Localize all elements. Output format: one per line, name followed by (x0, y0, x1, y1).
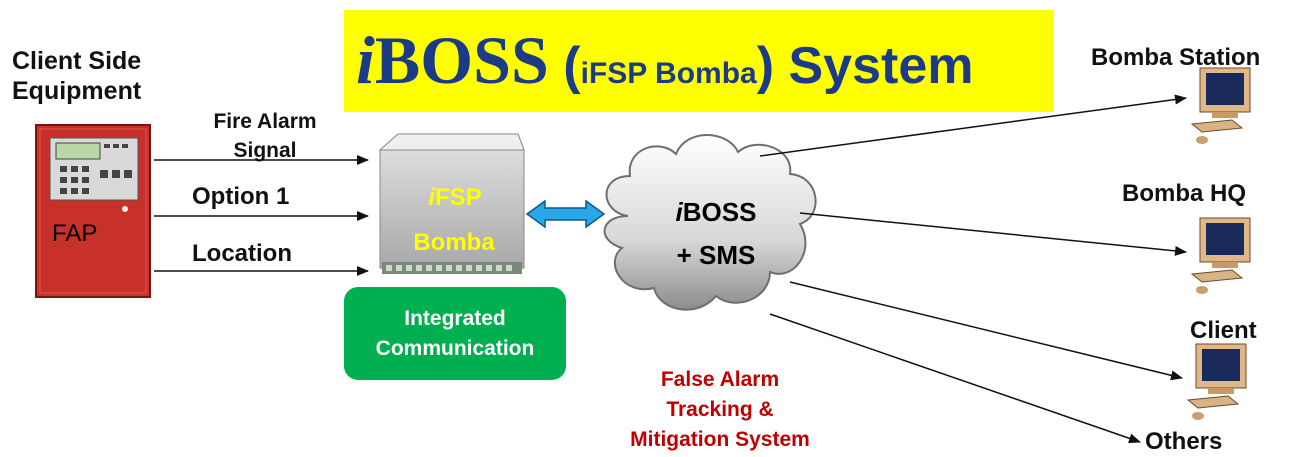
dest-others: Others (1145, 428, 1223, 455)
title-suffix: System (774, 37, 974, 95)
device-fsp: FSP (435, 184, 482, 211)
client-side-line2: Equipment (12, 77, 142, 105)
cloud-line2: + SMS (677, 240, 756, 270)
fire-alarm-panel (35, 124, 151, 298)
computer-icon (1190, 217, 1251, 294)
false-alarm-line3: Mitigation System (630, 428, 810, 451)
dest-client: Client (1190, 317, 1257, 344)
title-paren-inner: iFSP Bomba (580, 57, 757, 90)
title-prefix-i: i (356, 22, 375, 98)
device-line1: iFSP (428, 184, 481, 211)
fire-alarm-line2: Signal (233, 139, 297, 162)
arrow-to-others (769, 313, 1141, 444)
arrow-to-bomba-hq (799, 212, 1187, 256)
ifsp-device (378, 133, 525, 274)
client-side-label: Client Side Equipment (12, 46, 141, 106)
location-label: Location (192, 240, 292, 267)
integrated-line2: Communication (375, 336, 535, 360)
device-line2: Bomba (413, 229, 495, 256)
integrated-line1: Integrated (404, 306, 506, 330)
device-i: i (428, 184, 436, 211)
option1-label: Option 1 (192, 183, 290, 210)
integrated-communication-box: Integrated Communication (344, 287, 566, 380)
title-banner (344, 10, 1054, 112)
cloud-i: i (676, 197, 684, 227)
title-main: BOSS (374, 22, 549, 98)
cloud-line1: iBOSS (676, 197, 757, 227)
false-alarm-text: False Alarm Tracking & Mitigation System (590, 365, 850, 455)
dest-bomba-station: Bomba Station (1091, 44, 1261, 71)
arrow-to-client (789, 281, 1183, 381)
arrow-to-bomba-station (759, 94, 1187, 157)
cloud-boss: BOSS (683, 197, 757, 227)
fire-alarm-label: Fire Alarm Signal (172, 107, 358, 165)
computer-icon (1186, 343, 1247, 420)
title-paren-open: ( (548, 37, 581, 95)
bidirectional-arrow (525, 199, 606, 229)
fire-alarm-line1: Fire Alarm (213, 110, 317, 133)
cloud-shape (603, 134, 817, 311)
client-side-line1: Client Side (12, 47, 142, 75)
false-alarm-line1: False Alarm (660, 368, 780, 391)
computer-icon (1190, 67, 1251, 144)
page-title: iBOSS (iFSP Bomba) System (356, 20, 974, 119)
dest-bomba-hq: Bomba HQ (1122, 180, 1247, 207)
title-paren-close: ) (756, 37, 775, 95)
fap-label: FAP (52, 220, 97, 247)
false-alarm-line2: Tracking & (666, 398, 774, 421)
